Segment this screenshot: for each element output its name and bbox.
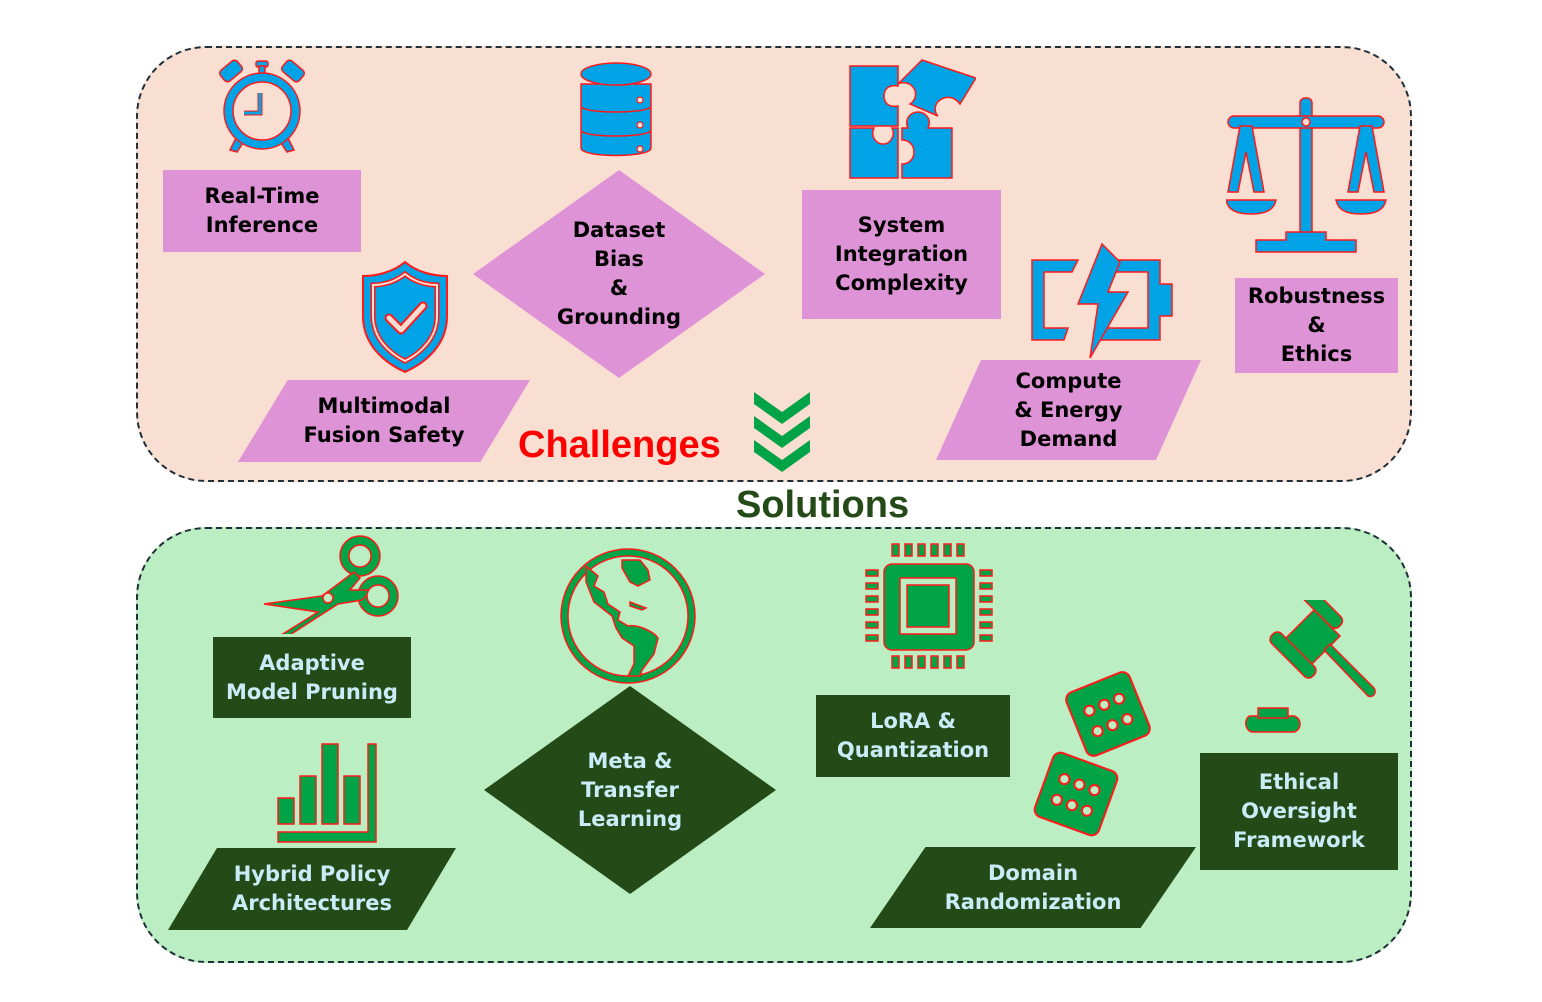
solution-label: Meta & Transfer Learning	[577, 748, 683, 831]
cpu-chip-icon	[865, 543, 993, 669]
chevrons-down-icon	[754, 392, 810, 472]
battery-charging-icon	[1031, 242, 1173, 359]
challenge-robustness-ethics: Robustness & Ethics	[1235, 278, 1398, 373]
scissors-icon	[263, 535, 399, 634]
challenge-label: Robustness & Ethics	[1247, 284, 1386, 366]
solutions-title: Solutions	[736, 484, 910, 526]
solution-ethical-oversight-framework: Ethical Oversight Framework	[1200, 753, 1398, 870]
puzzle-icon	[849, 59, 976, 179]
challenge-compute-energy-demand: Compute & Energy Demand	[936, 360, 1201, 460]
solution-label: Ethical Oversight Framework	[1233, 770, 1365, 852]
database-icon	[580, 62, 652, 157]
challenge-real-time-inference: Real-Time Inference	[163, 170, 361, 252]
challenge-system-integration-complexity: System Integration Complexity	[802, 190, 1001, 319]
challenges-title: Challenges	[518, 424, 721, 466]
solution-label: LoRA & Quantization	[836, 709, 990, 762]
solution-label: Adaptive Model Pruning	[226, 650, 398, 704]
challenge-label: Real-Time Inference	[204, 184, 320, 237]
solution-label: Domain Randomization	[944, 860, 1122, 914]
gavel-icon	[1245, 600, 1376, 733]
globe-icon	[560, 548, 696, 684]
alarm-clock-icon	[218, 59, 306, 153]
shield-check-icon	[362, 260, 448, 374]
solution-hybrid-policy-architectures: Hybrid Policy Architectures	[168, 848, 456, 930]
challenge-label: Dataset Bias & Grounding	[556, 218, 682, 329]
challenge-label: Multimodal Fusion Safety	[303, 394, 465, 447]
solution-adaptive-model-pruning: Adaptive Model Pruning	[213, 637, 411, 718]
solution-lora-quantization: LoRA & Quantization	[816, 695, 1010, 777]
challenge-multimodal-fusion-safety: Multimodal Fusion Safety	[238, 380, 530, 462]
dice-icon	[1033, 671, 1151, 837]
bar-chart-icon	[277, 743, 377, 843]
solution-domain-randomization: Domain Randomization	[870, 847, 1196, 928]
solution-label: Hybrid Policy Architectures	[231, 862, 393, 915]
challenge-label: System Integration Complexity	[834, 213, 969, 295]
challenge-label: Compute & Energy Demand	[1014, 368, 1123, 451]
scales-icon	[1226, 97, 1387, 253]
